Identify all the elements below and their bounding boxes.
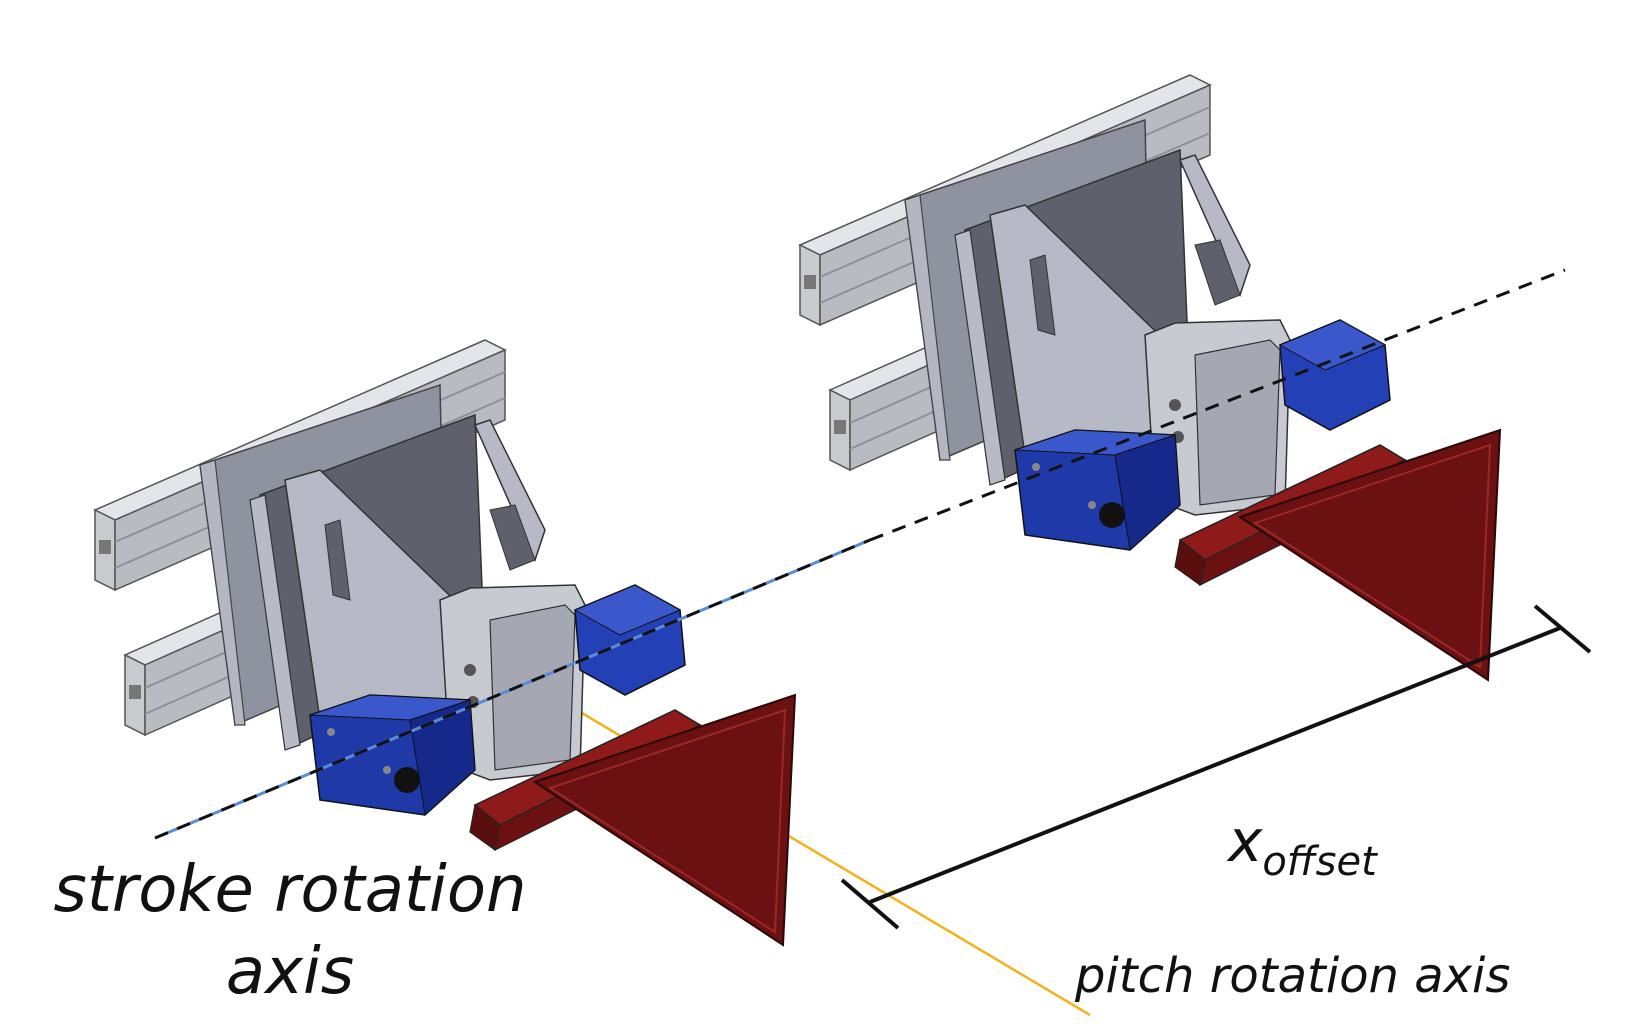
x-offset-symbol: x (1228, 807, 1263, 875)
x-offset-dimension (840, 604, 1592, 930)
stroke-axis-label-line2: axis (225, 935, 355, 1009)
pitch-axis-label: pitch rotation axis (1075, 948, 1511, 1004)
stroke-axis-line (154, 268, 1566, 840)
right-wing-assembly (799, 74, 1501, 681)
stroke-axis-label-line1: stroke rotation (53, 853, 527, 927)
stroke-axis-label: stroke rotation axis (40, 858, 540, 1004)
x-offset-label: xoffset (1228, 812, 1377, 882)
x-offset-subscript: offset (1262, 839, 1377, 885)
